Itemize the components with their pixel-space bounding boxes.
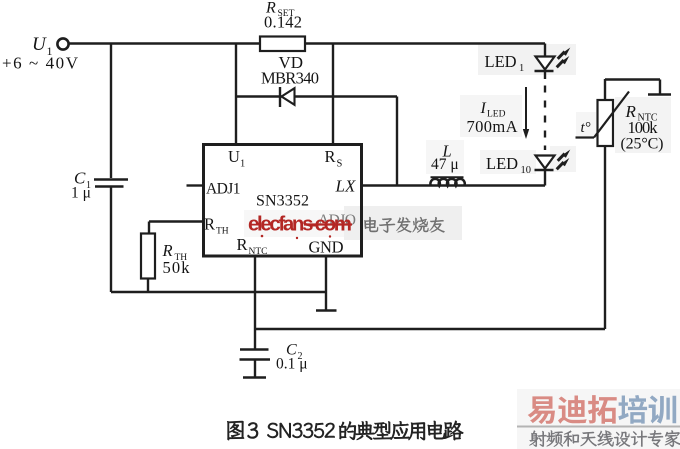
svg-text:SET: SET (278, 9, 295, 19)
svg-text:R: R (625, 102, 637, 121)
svg-text:GND: GND (309, 238, 344, 257)
svg-text:0.142: 0.142 (264, 13, 302, 32)
svg-text:LED: LED (487, 110, 506, 120)
svg-text:S: S (337, 159, 343, 170)
svg-text:(25°C): (25°C) (621, 136, 664, 153)
svg-text:C: C (74, 169, 86, 188)
svg-text:t°: t° (581, 120, 591, 136)
svg-text:1: 1 (47, 44, 53, 58)
svg-text:+6 ~ 40V: +6 ~ 40V (2, 54, 79, 73)
svg-text:MBR340: MBR340 (261, 69, 319, 88)
svg-text:700mA: 700mA (467, 117, 518, 136)
svg-text:U: U (228, 147, 240, 166)
svg-text:C: C (286, 342, 297, 359)
svg-text:I: I (480, 100, 487, 117)
svg-text:47 μ: 47 μ (431, 156, 459, 173)
svg-text:R: R (204, 215, 215, 234)
svg-text:NTC: NTC (638, 113, 658, 124)
svg-text:L: L (442, 142, 452, 161)
svg-text:ADJ1: ADJ1 (206, 181, 241, 198)
svg-text:VD: VD (279, 53, 304, 72)
svg-text:R: R (162, 241, 173, 260)
svg-text:1: 1 (86, 180, 91, 191)
svg-text:LX: LX (335, 177, 356, 196)
svg-text:0.1 μ: 0.1 μ (276, 356, 308, 373)
svg-text:1 μ: 1 μ (71, 185, 91, 202)
svg-text:1: 1 (240, 159, 245, 170)
svg-text:LED: LED (485, 52, 517, 71)
svg-text:LED: LED (486, 154, 518, 173)
svg-text:TH: TH (175, 253, 188, 263)
svg-text:100k: 100k (628, 118, 659, 137)
svg-text:10: 10 (521, 165, 532, 176)
svg-text:R: R (265, 0, 276, 17)
svg-text:SN3352: SN3352 (256, 193, 309, 210)
svg-text:TH: TH (216, 227, 229, 237)
svg-text:U: U (32, 34, 47, 55)
svg-text:2: 2 (298, 351, 303, 362)
svg-text:R: R (325, 147, 336, 166)
svg-text:R: R (237, 235, 248, 254)
svg-text:1: 1 (519, 63, 524, 74)
svg-text:NTC: NTC (249, 247, 268, 257)
svg-text:50k: 50k (163, 258, 191, 277)
